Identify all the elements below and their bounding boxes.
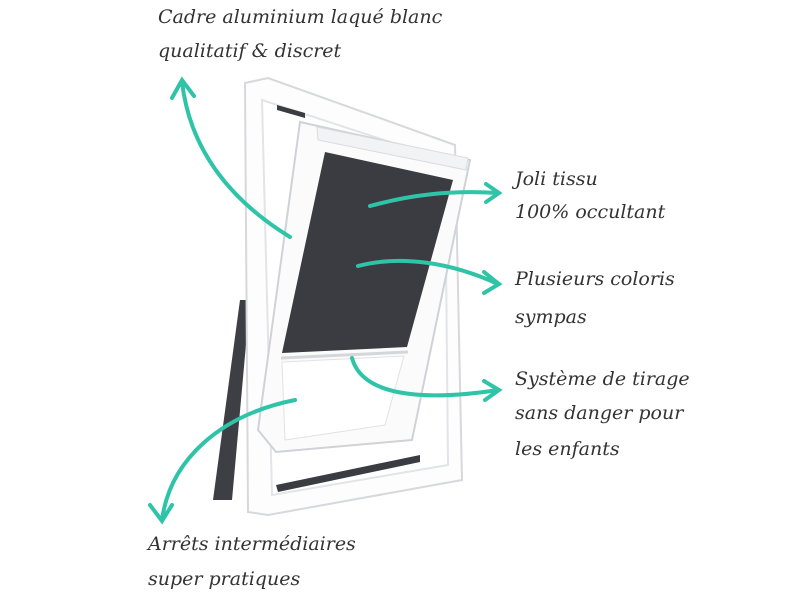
label-pull-line3: les enfants [515,438,620,460]
label-colors-line1: Plusieurs coloris [515,268,675,290]
outer-dark-pane [213,300,250,500]
label-frame-line1: Cadre aluminium laqué blanc [158,6,443,28]
label-pull-line1: Système de tirage [515,368,690,390]
window [213,76,472,517]
label-colors-line2: sympas [515,306,587,328]
top-rail [277,105,305,118]
blind-bar [280,350,409,360]
label-pull-line2: sans danger pour [515,402,684,424]
bottom-rail [276,455,420,492]
arrow-pull [350,356,503,402]
label-frame-line2: qualitatif & discret [158,40,342,62]
arrow-colors [356,258,503,295]
arrows [148,76,503,525]
arrow-stops [148,398,297,525]
sash-header [316,126,469,171]
arrow-frame [170,76,292,239]
blackout-blind [282,152,453,353]
label-fabric-line1: Joli tissu [515,168,598,190]
label-stops-line1: Arrêts intermédiaires [148,533,356,555]
sash-glass [281,355,405,441]
label-fabric-line2: 100% occultant [515,201,666,223]
arrow-fabric [368,182,503,208]
label-stops-line2: super pratiques [148,568,301,590]
